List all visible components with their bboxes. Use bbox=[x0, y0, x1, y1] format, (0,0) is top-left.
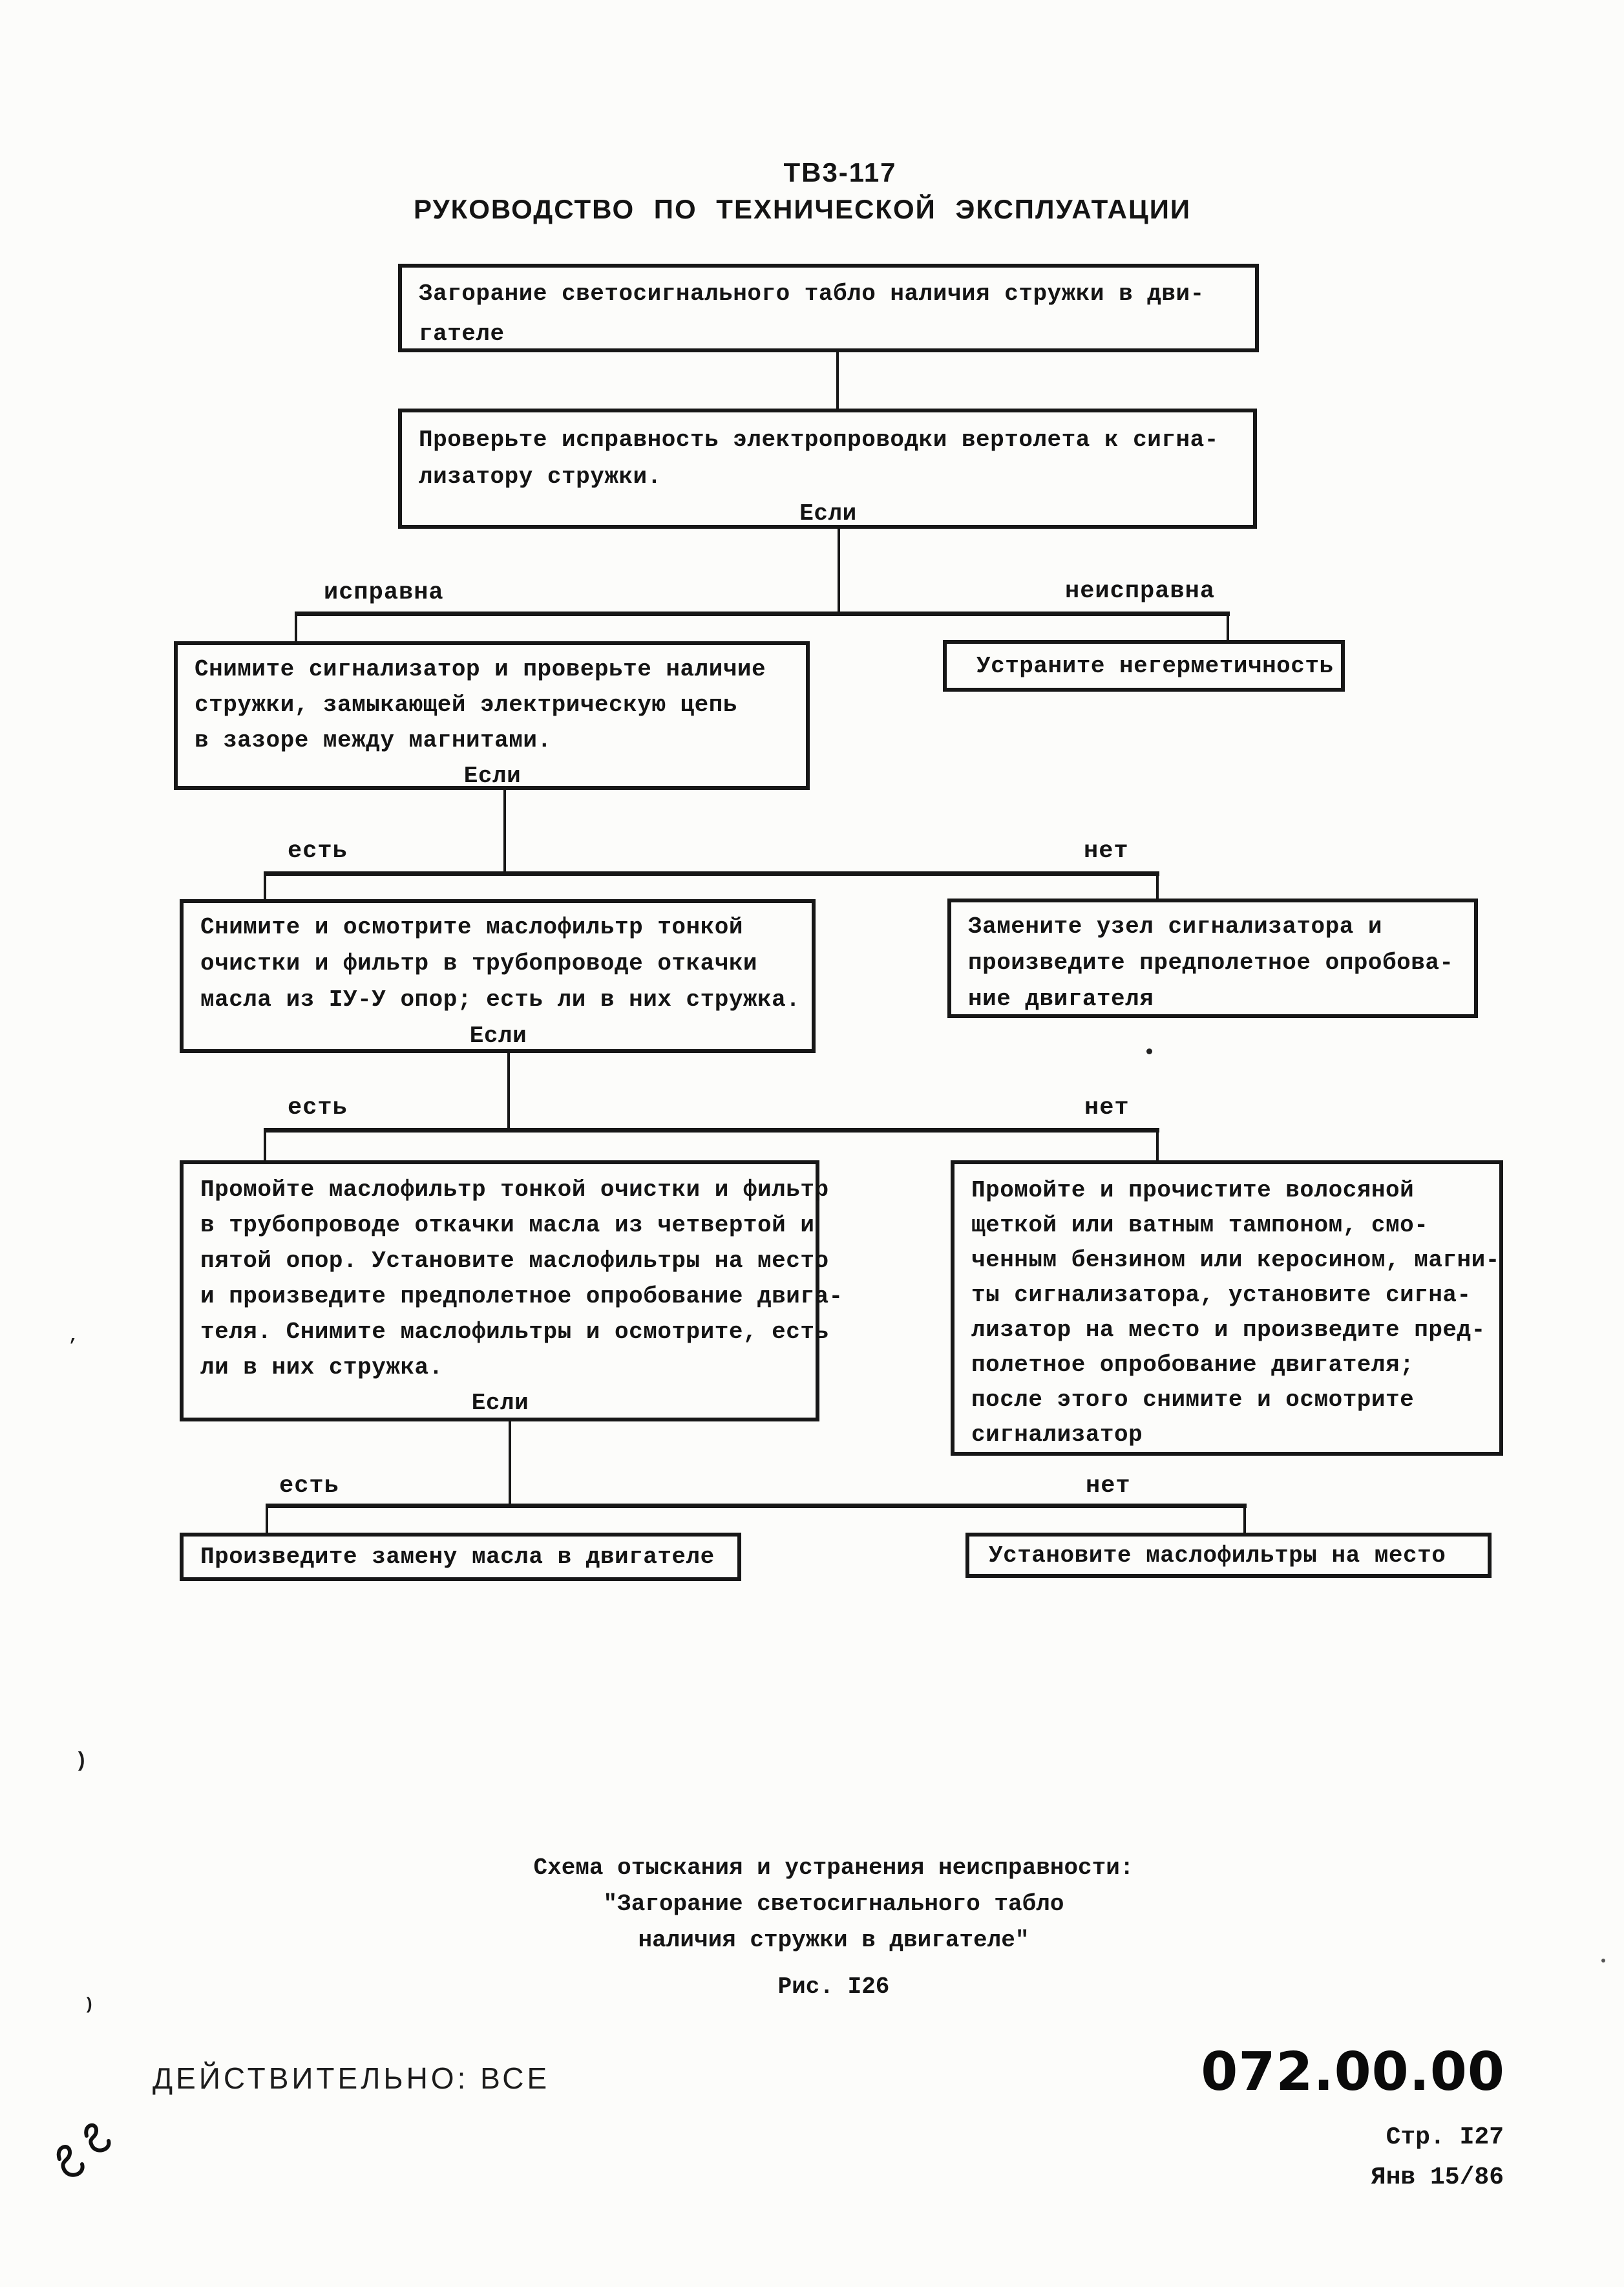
if-label: Если bbox=[799, 500, 857, 527]
flow-box-text: Промойте маслофильтр тонкой очистки и фи… bbox=[200, 1176, 829, 1203]
flow-box-text: Снимите и осмотрите маслофильтр тонкой bbox=[200, 914, 743, 941]
connector-line bbox=[836, 351, 839, 411]
connector-line bbox=[1227, 612, 1229, 643]
connector-line bbox=[503, 789, 506, 875]
figure-caption: Схема отыскания и устранения неисправнос… bbox=[375, 1850, 1292, 2005]
flow-box-text: в зазоре между магнитами. bbox=[195, 727, 552, 754]
caption-line: Схема отыскания и устранения неисправнос… bbox=[533, 1855, 1134, 1881]
connector-line bbox=[1156, 871, 1159, 900]
flow-box-text: Снимите сигнализатор и проверьте наличие bbox=[195, 656, 766, 683]
scan-artifact-mark: , bbox=[69, 1326, 79, 1346]
scan-artifact-mark: ) bbox=[75, 1749, 88, 1773]
caption-line: "Загорание светосигнального табло bbox=[603, 1891, 1064, 1917]
scan-artifact-dot bbox=[1146, 1048, 1152, 1054]
flow-box-text: ты сигнализатора, установите сигна- bbox=[971, 1282, 1471, 1308]
branch-label-est: есть bbox=[288, 838, 348, 865]
page-info-block: Стр. I27 Янв 15/86 bbox=[1371, 2118, 1504, 2198]
branch-label-net: нет bbox=[1084, 838, 1129, 865]
branch-label-est: есть bbox=[288, 1094, 348, 1122]
branch-label-net: нет bbox=[1086, 1473, 1131, 1500]
connector-line bbox=[266, 1504, 1247, 1508]
flow-box-remove-detector: Снимите сигнализатор и проверьте наличие… bbox=[174, 641, 810, 790]
connector-line bbox=[264, 1128, 1159, 1133]
scan-artifact-dot bbox=[1601, 1959, 1605, 1963]
flow-box-install-filters: Установите маслофильтры на место bbox=[965, 1533, 1492, 1578]
flow-box-text: теля. Снимите маслофильтры и осмотрите, … bbox=[200, 1319, 829, 1345]
connector-line bbox=[295, 612, 297, 644]
flow-box-text: щеткой или ватным тампоном, смо- bbox=[971, 1212, 1429, 1239]
flow-box-text: масла из IУ-У опор; есть ли в них стружк… bbox=[200, 986, 801, 1013]
flow-box-text: и произведите предполетное опробование д… bbox=[200, 1283, 843, 1310]
connector-line bbox=[264, 871, 266, 900]
if-label: Если bbox=[471, 1390, 529, 1416]
flow-box-text: Произведите замену масла в двигателе bbox=[200, 1544, 715, 1570]
flow-box-text: Устраните негерметичность bbox=[976, 652, 1334, 679]
flow-box-start: Загорание светосигнального табло наличия… bbox=[398, 264, 1259, 352]
flow-box-text: лизатор на место и произведите пред- bbox=[971, 1317, 1486, 1343]
connector-line bbox=[264, 871, 1159, 876]
branch-label-net: нет bbox=[1084, 1094, 1130, 1122]
scan-artifact-mark: ) bbox=[84, 1995, 94, 2014]
flow-box-text: Промойте и прочистите волосяной bbox=[971, 1177, 1415, 1204]
flow-box-text: Загорание светосигнального табло наличия… bbox=[419, 281, 1205, 307]
flow-box-text: ние двигателя bbox=[968, 986, 1154, 1012]
flow-box-text: очистки и фильтр в трубопроводе откачки bbox=[200, 950, 758, 977]
connector-line bbox=[295, 612, 1230, 616]
flow-box-text: произведите предполетное опробова- bbox=[968, 950, 1454, 976]
flow-box-clean-magnets: Промойте и прочистите волосяной щеткой и… bbox=[951, 1160, 1503, 1456]
flow-box-text: гателе bbox=[419, 321, 505, 347]
connector-line bbox=[1243, 1504, 1246, 1534]
manual-title: РУКОВОДСТВО ПО ТЕХНИЧЕСКОЙ ЭКСПЛУАТАЦИИ bbox=[414, 194, 1192, 224]
flow-box-text: ли в них стружка. bbox=[200, 1354, 443, 1381]
connector-line bbox=[509, 1420, 511, 1508]
flow-box-text: Замените узел сигнализатора и bbox=[968, 913, 1383, 940]
connector-line bbox=[264, 1128, 266, 1162]
flow-box-inspect-filter: Снимите и осмотрите маслофильтр тонкой о… bbox=[180, 899, 816, 1053]
validity-statement: ДЕЙСТВИТЕЛЬНО: ВСЕ bbox=[153, 2061, 551, 2095]
if-label: Если bbox=[469, 1023, 527, 1049]
engine-model-title: ТВ3-117 bbox=[783, 157, 897, 187]
ata-chapter-code: 072.00.00 bbox=[1201, 2041, 1505, 2103]
flow-box-text: после этого снимите и осмотрите bbox=[971, 1387, 1415, 1413]
flow-box-check-wiring: Проверьте исправность электропроводки ве… bbox=[398, 409, 1257, 529]
flow-box-text: ченным бензином или керосином, магни- bbox=[971, 1247, 1500, 1273]
flow-box-text: пятой опор. Установите маслофильтры на м… bbox=[200, 1248, 829, 1274]
connector-line bbox=[1156, 1128, 1159, 1162]
flow-box-change-oil: Произведите замену масла в двигателе bbox=[180, 1533, 741, 1581]
branch-label-ispravna: исправна bbox=[324, 579, 444, 606]
caption-line: наличия стружки в двигателе" bbox=[638, 1927, 1029, 1953]
figure-number: Рис. I26 bbox=[777, 1973, 890, 2000]
flow-box-text: полетное опробование двигателя; bbox=[971, 1352, 1415, 1378]
page-number: Стр. I27 bbox=[1386, 2123, 1504, 2151]
flow-box-text: сигнализатор bbox=[971, 1421, 1143, 1448]
flow-box-fix-leak: Устраните негерметичность bbox=[943, 640, 1345, 692]
connector-line bbox=[266, 1504, 268, 1534]
flow-box-text: в трубопроводе откачки масла из четверто… bbox=[200, 1212, 815, 1239]
if-label: Если bbox=[463, 763, 522, 789]
flow-box-text: Проверьте исправность электропроводки ве… bbox=[419, 427, 1219, 453]
flow-box-wash-filters: Промойте маслофильтр тонкой очистки и фи… bbox=[180, 1160, 843, 1421]
revision-date: Янв 15/86 bbox=[1371, 2164, 1504, 2191]
flow-box-text: Установите маслофильтры на место bbox=[989, 1542, 1446, 1569]
connector-line bbox=[507, 1052, 510, 1133]
handwritten-squiggle bbox=[56, 2123, 111, 2177]
flow-box-text: лизатору стружки. bbox=[419, 463, 662, 490]
flow-box-text: стружки, замыкающей электрическую цепь bbox=[195, 692, 737, 718]
branch-label-est: есть bbox=[279, 1473, 339, 1500]
branch-label-neispravna: неисправна bbox=[1065, 578, 1216, 605]
connector-line bbox=[838, 527, 840, 615]
flow-box-replace-unit: Замените узел сигнализатора и произведит… bbox=[947, 899, 1478, 1018]
